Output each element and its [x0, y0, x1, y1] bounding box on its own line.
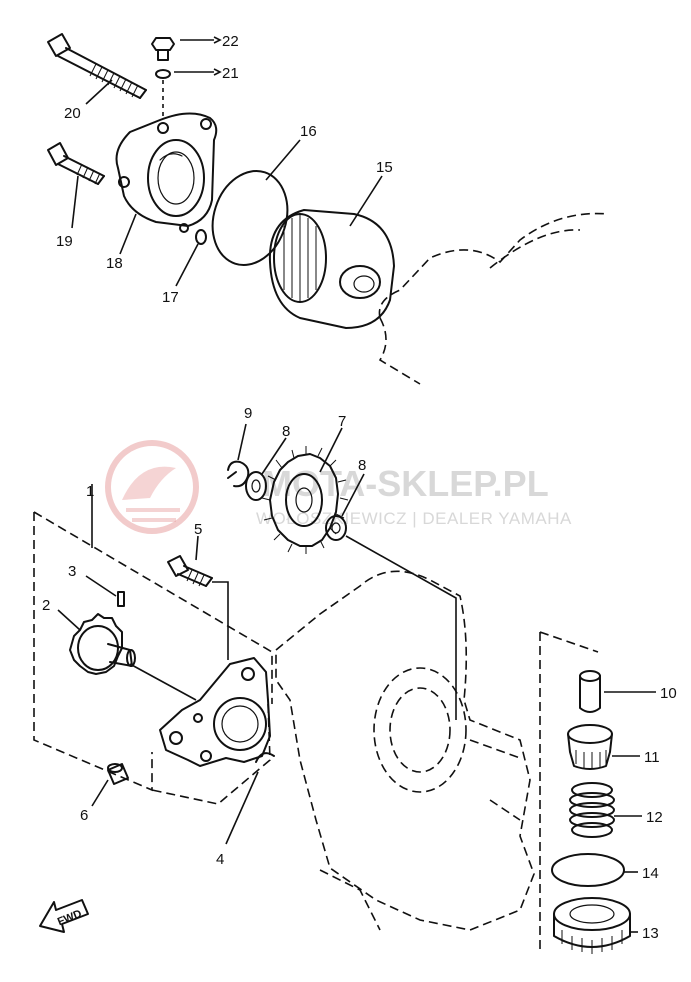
crankcase-lower-outline — [275, 570, 535, 931]
pipe-10 — [579, 670, 601, 713]
dowel-6 — [107, 763, 129, 785]
callout-1: 1 — [86, 483, 94, 500]
callout-19: 19 — [56, 233, 73, 250]
callout-9: 9 — [244, 405, 252, 422]
callout-12: 12 — [646, 809, 663, 826]
bolt-19 — [47, 142, 105, 185]
callout-16: 16 — [300, 123, 317, 140]
callout-13: 13 — [642, 925, 659, 942]
washer-8-right — [325, 515, 347, 541]
o-ring-14 — [551, 853, 625, 887]
crankcase-right-outline — [378, 212, 609, 385]
watermark-logo — [105, 440, 199, 534]
strainer-11 — [567, 724, 613, 770]
callout-5: 5 — [194, 521, 202, 538]
callout-21: 21 — [222, 65, 239, 82]
fwd-label: FWD — [56, 908, 84, 929]
o-ring-17 — [195, 229, 207, 245]
callout-6: 6 — [80, 807, 88, 824]
callout-8b: 8 — [358, 457, 366, 474]
callout-18: 18 — [106, 255, 123, 272]
clip-9 — [227, 460, 250, 488]
watermark-text: MOTA-SKLEP.PL — [262, 463, 549, 504]
callout-10: 10 — [660, 685, 677, 702]
bolt-22 — [151, 37, 175, 61]
bolt-20 — [47, 33, 147, 99]
washer-21 — [155, 69, 171, 79]
pin-3 — [117, 591, 125, 607]
callout-11: 11 — [644, 749, 660, 766]
spring-12 — [569, 782, 615, 838]
gear-2 — [69, 613, 136, 675]
callout-15: 15 — [376, 159, 393, 176]
callout-4: 4 — [216, 851, 224, 868]
washer-8-left — [245, 471, 267, 501]
oil-filter-15 — [268, 209, 395, 329]
callout-22: 22 — [222, 33, 239, 50]
callouts: 22 21 20 19 18 17 16 15 9 8 7 8 1 5 3 2 … — [42, 33, 677, 942]
callout-14: 14 — [642, 865, 659, 882]
oil-pump-body — [159, 657, 271, 767]
callout-7: 7 — [338, 413, 346, 430]
filter-cover-18 — [115, 112, 218, 233]
callout-3: 3 — [68, 563, 76, 580]
callout-17: 17 — [162, 289, 179, 306]
callout-2: 2 — [42, 597, 50, 614]
fwd-direction-badge: FWD — [39, 899, 89, 933]
callout-20: 20 — [64, 105, 81, 122]
bolt-5 — [167, 555, 213, 587]
plug-13 — [553, 897, 631, 954]
o-ring-4 — [255, 752, 275, 763]
callout-8a: 8 — [282, 423, 290, 440]
